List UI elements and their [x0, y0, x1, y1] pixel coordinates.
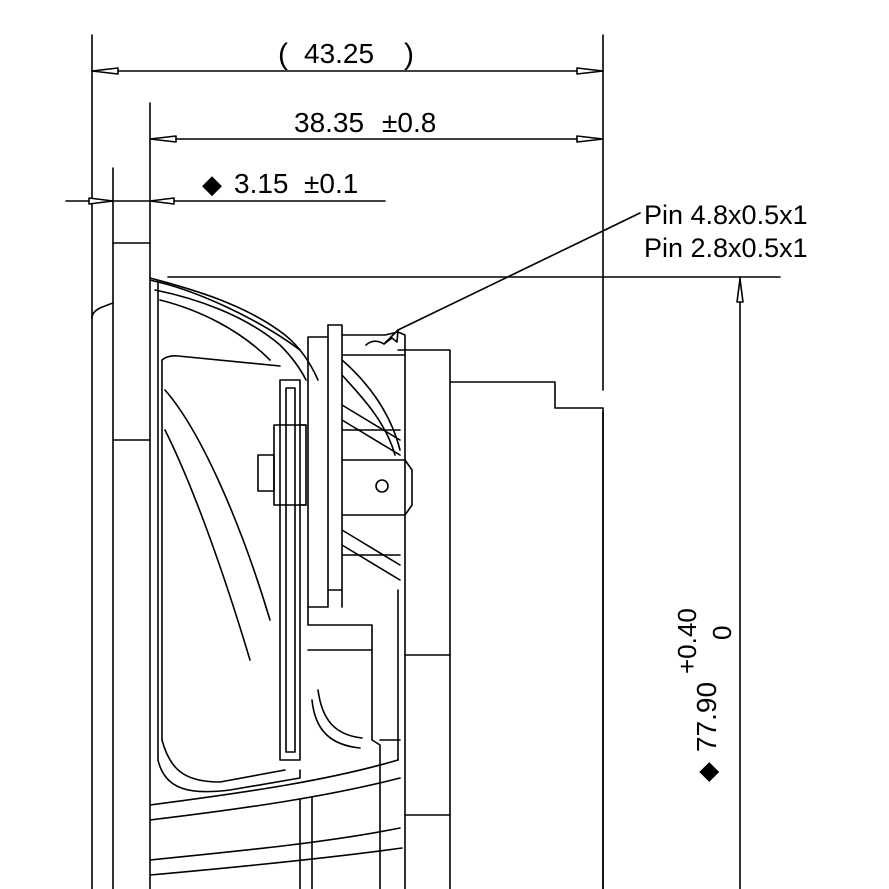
dimension-labels: ( 43.25 ) 38.35 ±0.8 ◆ 3.15 ±0.1 Pin 4.8… [202, 38, 808, 782]
pin-leader-line [383, 212, 641, 345]
flange-dimension-tolerance: ±0.1 [304, 168, 358, 199]
diameter-dimension-symbol: ◆ [692, 762, 722, 782]
cone-profile [149, 277, 319, 793]
overall-dimension-close: ) [404, 38, 414, 71]
bottom-suspension [149, 759, 403, 889]
dimension-line-flange [65, 197, 386, 205]
flange-dimension-value: 3.15 [234, 168, 289, 199]
diameter-tolerance-upper: +0.40 [672, 608, 702, 674]
pole-piece [307, 589, 401, 889]
diameter-dimension-value: 77.90 [691, 682, 722, 752]
pin-spec-line-1: Pin 4.8x0.5x1 [644, 200, 808, 230]
dimension-line-diameter [736, 276, 744, 889]
pin-spec-line-2: Pin 2.8x0.5x1 [644, 233, 808, 263]
flange-dimension-symbol: ◆ [202, 169, 222, 199]
magnet-assembly [341, 349, 604, 889]
terminal-block [307, 324, 413, 608]
voice-coil-former [257, 379, 307, 761]
dimension-line-depth [149, 135, 604, 143]
depth-dimension-value: 38.35 [294, 107, 364, 138]
depth-dimension-tolerance: ±0.8 [382, 107, 436, 138]
basket-flange [91, 242, 151, 889]
overall-dimension-open: ( [278, 38, 288, 71]
overall-dimension-value: 43.25 [304, 38, 374, 69]
dimension-line-overall [91, 67, 604, 75]
diameter-tolerance-lower: 0 [707, 626, 737, 640]
extension-lines [91, 34, 781, 889]
